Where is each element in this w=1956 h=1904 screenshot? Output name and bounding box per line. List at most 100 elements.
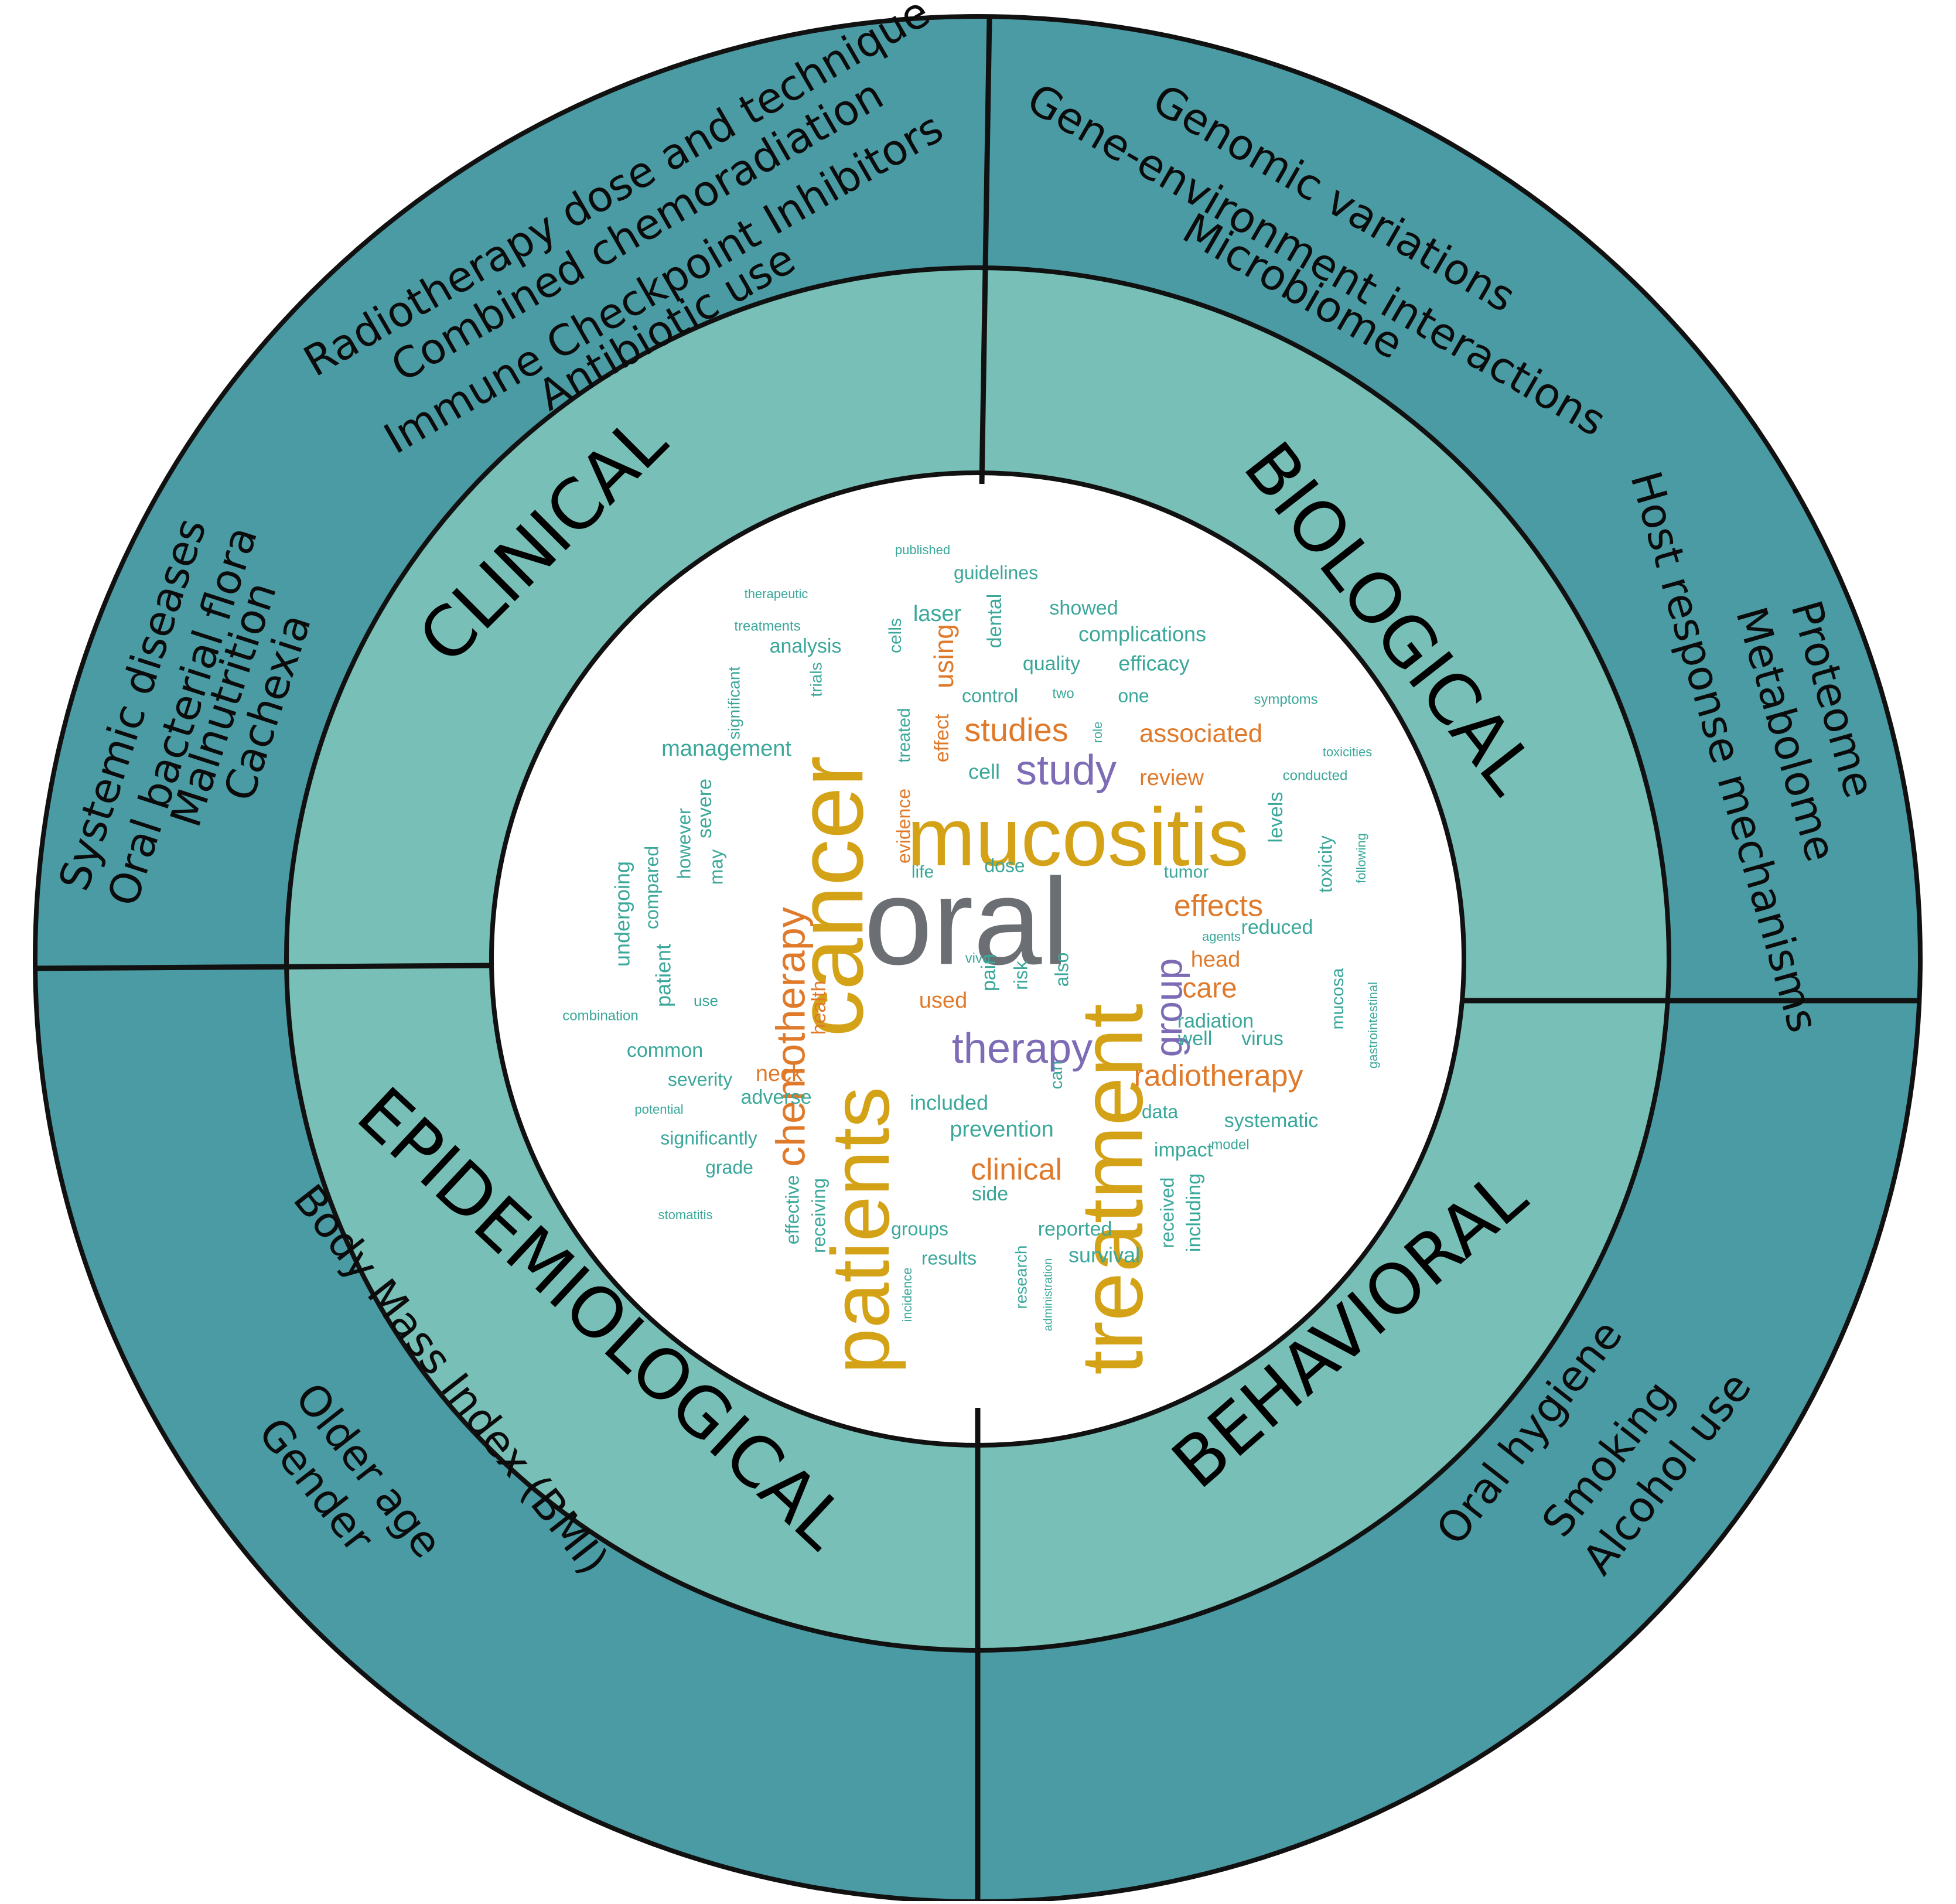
word-cloud-word: trials	[807, 662, 825, 697]
word-cloud-word: patients	[814, 1087, 906, 1374]
word-cloud-word: compared	[641, 846, 662, 929]
word-cloud-word: complications	[1078, 622, 1206, 646]
word-cloud-word: use	[694, 992, 718, 1009]
word-cloud-word: prevention	[950, 1117, 1053, 1142]
word-cloud-word: two	[1052, 685, 1074, 701]
word-cloud-word: evidence	[893, 789, 914, 864]
word-cloud-word: receiving	[808, 1178, 829, 1253]
word-cloud-word: well	[1177, 1028, 1213, 1050]
word-cloud-word: model	[1211, 1137, 1249, 1152]
word-cloud-word: side	[972, 1183, 1008, 1205]
word-cloud-word: oral	[864, 852, 1069, 990]
word-cloud-word: pain	[978, 954, 1000, 991]
word-cloud-word: systematic	[1224, 1110, 1319, 1132]
word-cloud-word: risk	[1010, 960, 1031, 990]
word-cloud-word: conducted	[1283, 767, 1348, 783]
word-cloud-word: can	[1047, 1061, 1066, 1089]
word-cloud-word: mucosa	[1328, 968, 1347, 1029]
word-cloud-word: role	[1090, 722, 1105, 743]
word-cloud-word: following	[1354, 833, 1368, 883]
word-cloud-word: health	[808, 981, 830, 1035]
word-cloud-word: effects	[1174, 889, 1263, 923]
word-cloud-word: incidence	[900, 1268, 914, 1322]
word-cloud-word: life	[912, 862, 934, 882]
word-cloud-word: included	[910, 1091, 988, 1115]
word-cloud-word: therapeutic	[745, 586, 808, 601]
word-cloud-word: using	[928, 624, 959, 688]
word-cloud-word: toxicities	[1323, 745, 1372, 759]
clinical-factors-left: Systemic diseases Oral bacterial flora M…	[49, 513, 320, 912]
word-cloud-word: radiation	[1177, 1010, 1254, 1032]
word-cloud-word: survival	[1069, 1243, 1140, 1267]
word-cloud-word: cancer	[777, 756, 882, 1037]
word-cloud-word: levels	[1265, 792, 1287, 843]
divider-top	[979, 17, 992, 484]
word-cloud-word: patient	[651, 944, 675, 1007]
word-cloud-word: control	[962, 685, 1018, 706]
word-cloud-word: efficacy	[1118, 651, 1189, 675]
word-cloud-word: associated	[1139, 719, 1262, 748]
word-cloud-word: including	[1183, 1173, 1205, 1252]
word-cloud-word: group	[1146, 958, 1190, 1057]
word-cloud-word: significant	[725, 667, 743, 740]
word-cloud-word: administration	[1042, 1258, 1054, 1332]
word-cloud-word: research	[1012, 1246, 1030, 1309]
word-cloud-word: adverse	[741, 1086, 812, 1108]
word-cloud-word: care	[1182, 973, 1237, 1004]
word-cloud-word: dental	[984, 594, 1006, 649]
word-cloud-word: head	[1191, 947, 1241, 972]
word-cloud-word: neck	[756, 1062, 803, 1086]
word-cloud-word: toxicity	[1315, 835, 1336, 893]
word-cloud-word: significantly	[660, 1127, 757, 1148]
word-cloud-word: chemotherapy	[767, 907, 813, 1167]
word-cloud-word: tumor	[1164, 862, 1209, 882]
divider-left	[35, 963, 493, 971]
word-cloud-word: received	[1156, 1178, 1177, 1248]
word-cloud-word: severity	[668, 1069, 732, 1090]
word-cloud-word: cell	[968, 760, 1000, 784]
word-cloud-word: studies	[964, 711, 1068, 748]
word-cloud-word: treatments	[734, 618, 800, 634]
quadrant-dividers	[35, 17, 1920, 1901]
word-cloud-word: symptoms	[1254, 691, 1317, 707]
word-cloud-word: potential	[634, 1102, 683, 1117]
word-cloud-word: however	[673, 808, 694, 879]
word-cloud-word: clinical	[971, 1153, 1062, 1187]
word-cloud-word: reduced	[1241, 916, 1313, 939]
word-cloud-word: undergoing	[610, 861, 634, 967]
word-cloud-word: guidelines	[954, 562, 1038, 583]
word-cloud-word: agents	[1202, 929, 1241, 944]
word-cloud-word: analysis	[770, 635, 842, 657]
word-cloud-word: reported	[1038, 1218, 1112, 1240]
word-cloud-word: effective	[781, 1175, 803, 1245]
word-cloud-word: impact	[1154, 1139, 1213, 1161]
word-cloud-word: treatment	[1063, 1004, 1161, 1375]
word-cloud-word: treated	[895, 708, 914, 762]
word-cloud-word: common	[627, 1039, 703, 1062]
word-cloud-word: severe	[694, 779, 716, 838]
word-cloud-word: therapy	[952, 1025, 1093, 1072]
word-cloud-word: one	[1118, 685, 1149, 706]
word-cloud-word: showed	[1049, 597, 1118, 619]
word-cloud-word: grade	[705, 1156, 753, 1178]
word-cloud-word: gastrointestinal	[1366, 982, 1380, 1069]
word-cloud-word: results	[921, 1247, 977, 1268]
word-cloud-word: mucositis	[907, 791, 1248, 883]
word-cloud-word: groups	[891, 1218, 948, 1239]
word-cloud-word: radiotherapy	[1134, 1059, 1303, 1093]
word-cloud-word: stomatitis	[658, 1207, 713, 1222]
word-cloud-word: published	[895, 542, 950, 557]
word-cloud-word: combination	[562, 1008, 638, 1023]
word-cloud-word: cells	[886, 618, 905, 653]
word-cloud-word: may	[705, 849, 726, 885]
word-cloud-word: also	[1051, 953, 1072, 987]
word-cloud-word: quality	[1023, 653, 1080, 675]
word-cloud-word: effect	[931, 714, 953, 762]
word-cloud-word: management	[661, 736, 791, 761]
word-cloud-word: used	[919, 988, 967, 1013]
word-cloud-word: laser	[913, 602, 962, 626]
word-cloud-word: vivo	[965, 950, 991, 966]
